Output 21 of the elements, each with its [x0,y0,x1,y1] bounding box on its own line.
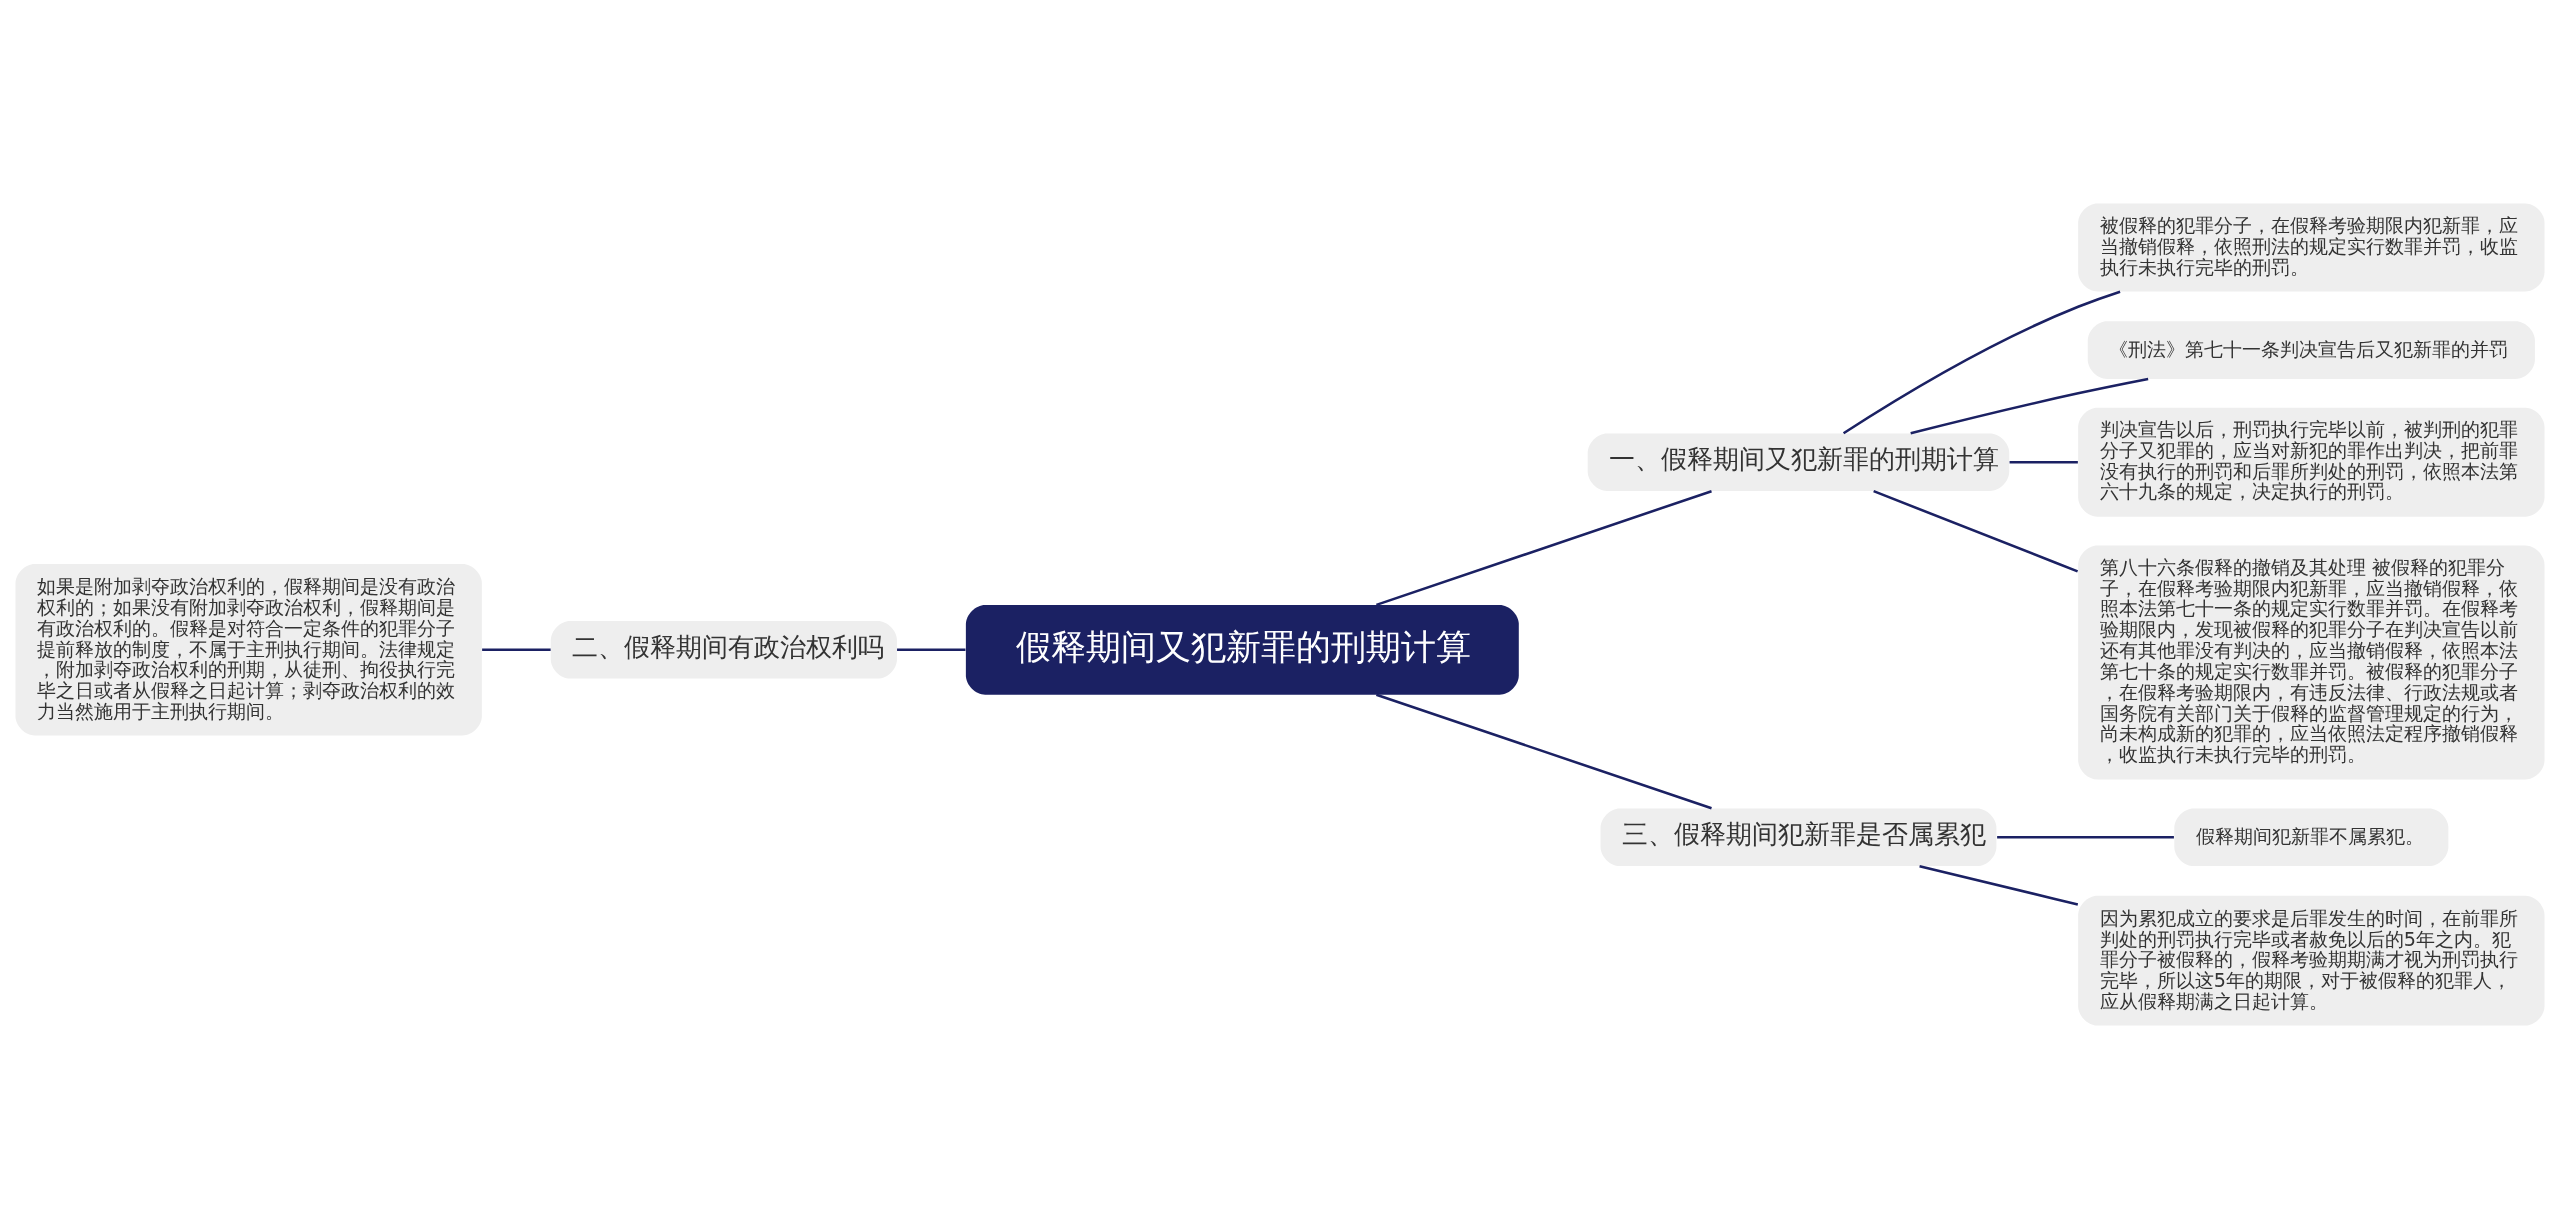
connector [1910,377,2149,435]
node-box: 如果是附加剥夺政治权利的，假释期间是没有政治权利的；如果没有附加剥夺政治权利，假释期间是有政治权利的。假释是对符合一定条件的犯罪分子提前释放的制度，不属于主刑执行期间。法律规定，附加剥夺政治权利的刑期，从徒刑、拘役执行完毕之日或者从假释之日起计算；剥夺政治权利的效力当然施用于主刑执行期间。 [15,564,482,736]
connector [897,648,966,652]
connector [2009,460,2078,464]
connector [1376,489,1712,607]
connector [1376,693,1712,810]
node-box: 判决宣告以后，刑罚执行完毕以前，被判刑的犯罪分子又犯罪的，应当对新犯的罪作出判决，把前罪没有执行的刑罚和后罪所判处的刑罚，依照本法第六十九条的规定，决定执行的刑罚。 [2078,407,2545,517]
node-box: 三、假释期间犯新罪是否属累犯 [1600,808,1997,867]
node-box: 《刑法》第七十一条判决宣告后又犯新罪的并罚 [2087,321,2535,379]
node-box: 因为累犯成立的要求是后罪发生的时间，在前罪所判处的刑罚执行完毕或者赦免以后的5年之内。犯罪分子被假释的，假释考验期期满才视为刑罚执行完毕，所以这5年的期限，对于被假释的犯罪人，应从假释期满之日起计算。 [2078,895,2545,1026]
connector [1842,290,2121,435]
connector [1997,836,2174,839]
connector [482,648,551,652]
node-box: 一、假释期间又犯新罪的刑期计算 [1587,433,2010,492]
node-box: 被假释的犯罪分子，在假释考验期限内犯新罪，应当撤销假释，依照刑法的规定实行数罪并罚，收监执行未执行完毕的刑罚。 [2078,203,2545,292]
connector [1873,489,2079,573]
connector [1919,864,2079,906]
node-box: 二、假释期间有政治权利吗 [550,620,897,679]
node-box: 第八十六条假释的撤销及其处理 被假释的犯罪分子，在假释考验期限内犯新罪，应当撤销假释，依照本法第七十一条的规定实行数罪并罚。在假释考验期限内，发现被假释的犯罪分子在判决宣告以前还有其他罪没有判决的，应当撤销假释，依照本法第七十条的规定实行数罪并罚。被假释的犯罪分子，在假释考验期限内，有违反法律、行政法规或者国务院有关部门关于假释的监督管理规定的行为，尚未构成新的犯罪的，应当依照法定程序撤销假释，收监执行未执行完毕的刑罚。 [2078,545,2545,780]
node-box: 假释期间又犯新罪的刑期计算 [965,604,1519,695]
node-box: 假释期间犯新罪不属累犯。 [2174,808,2449,867]
